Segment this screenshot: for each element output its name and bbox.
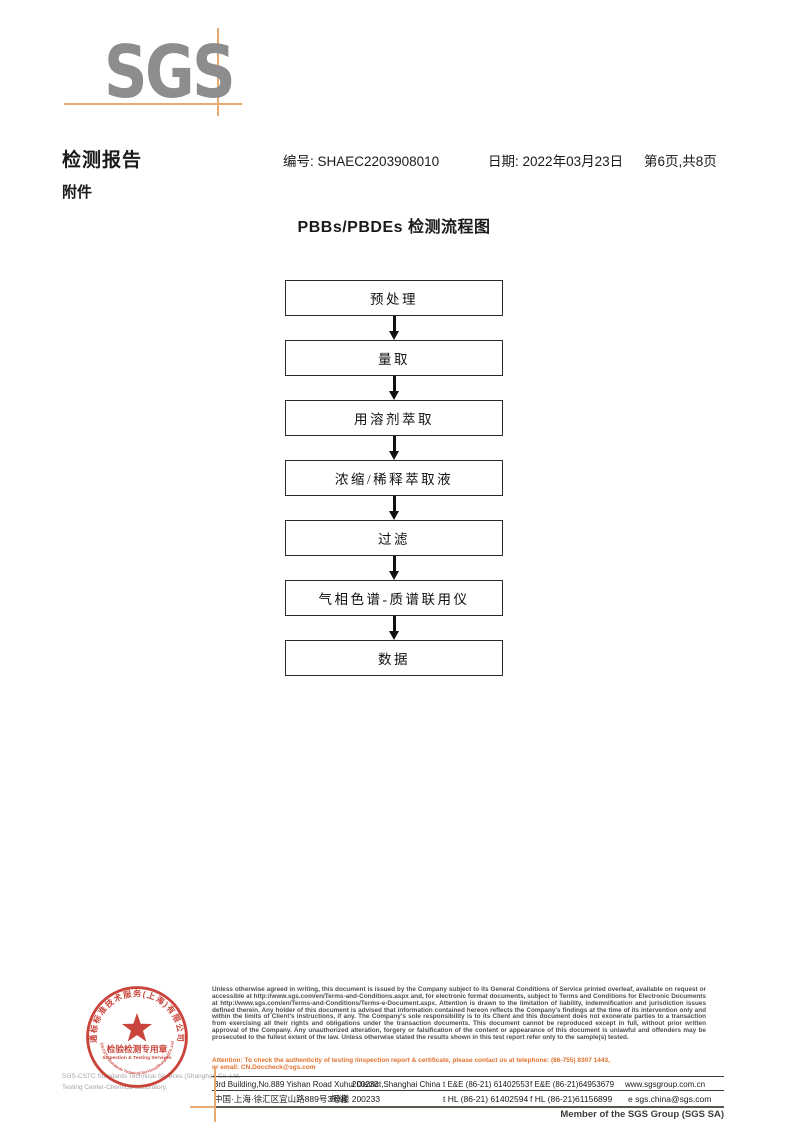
footer-crosshair-horizontal bbox=[190, 1106, 215, 1108]
report-date: 日期: 2022年03月23日 bbox=[488, 150, 623, 170]
website: www.sgsgroup.com.cn bbox=[625, 1080, 706, 1089]
postcode-cn: 邮编: 200233 bbox=[330, 1094, 381, 1104]
report-date-label: 日期: bbox=[488, 154, 519, 169]
logo-horizontal-line bbox=[64, 103, 242, 105]
flowchart-title: PBBs/PBDEs 检测流程图 bbox=[297, 219, 491, 236]
flowchart-step-concentrate-dilute: 浓缩/稀释萃取液 bbox=[285, 460, 503, 496]
page-indicator: 第6页,共8页 bbox=[644, 154, 717, 169]
report-number-value: SHAEC2203908010 bbox=[317, 154, 440, 169]
flowchart-step-measure: 量取 bbox=[285, 340, 503, 376]
flow-arrow-icon bbox=[285, 316, 503, 340]
stamp-seal-text-en: Inspection & Testing Services bbox=[102, 1055, 171, 1061]
flowchart-step-pretreatment: 预处理 bbox=[285, 280, 503, 316]
sgs-logo: SGS bbox=[104, 30, 236, 114]
footer-crosshair-vertical bbox=[214, 1066, 216, 1122]
attention-line2: or email: CN.Doccheck@sgs.com bbox=[212, 1064, 316, 1071]
inspection-seal-stamp: 通标标准技术服务(上海)有限公司 SGS-CSTC Standards Tech… bbox=[84, 984, 188, 1088]
flow-arrow-icon bbox=[285, 496, 503, 520]
flowchart-step-solvent-extraction: 用溶剂萃取 bbox=[285, 400, 503, 436]
star-icon bbox=[121, 1013, 153, 1042]
flowchart-step-data: 数据 bbox=[285, 640, 503, 676]
fax-ee: f E&E (86-21)64953679 bbox=[530, 1080, 615, 1089]
address-en: 3rd Building,No.889 Yishan Road Xuhui Di… bbox=[214, 1080, 441, 1089]
stamp-seal-text-cn: 检验检测专用章 bbox=[107, 1043, 168, 1054]
email: e sgs.china@sgs.com bbox=[628, 1094, 712, 1104]
address-row-cn: 中国·上海·徐汇区宜山路889号3号楼 邮编: 200233 t HL (86-… bbox=[212, 1092, 724, 1107]
report-title: 检测报告 bbox=[62, 150, 143, 171]
flowchart: 预处理 量取 用溶剂萃取 浓缩/稀释萃取液 过滤 气相色谱-质谱联用仪 数据 bbox=[285, 280, 503, 677]
address-row-en: 3rd Building,No.889 Yishan Road Xuhui Di… bbox=[212, 1076, 724, 1091]
flow-arrow-icon bbox=[285, 616, 503, 640]
report-number-label: 编号: bbox=[283, 154, 314, 169]
fax-hl: f HL (86-21)61156899 bbox=[530, 1094, 613, 1104]
lab-company-name: SGS-CSTC Standards Technical Services (S… bbox=[62, 1071, 282, 1093]
attention-notice: Attention: To check the authenticity of … bbox=[212, 1057, 712, 1071]
attachment-label: 附件 bbox=[62, 184, 93, 201]
phone-hl: t HL (86-21) 61402594 bbox=[443, 1094, 529, 1104]
flowchart-step-gcms: 气相色谱-质谱联用仪 bbox=[285, 580, 503, 616]
sgs-group-member-text: Member of the SGS Group (SGS SA) bbox=[560, 1109, 724, 1120]
logo-vertical-line bbox=[217, 28, 219, 116]
legal-disclaimer: Unless otherwise agreed in writing, this… bbox=[212, 986, 706, 1041]
report-number: 编号: SHAEC2203908010 bbox=[283, 150, 439, 170]
flow-arrow-icon bbox=[285, 436, 503, 460]
flowchart-step-filter: 过滤 bbox=[285, 520, 503, 556]
address-cn: 中国·上海·徐汇区宜山路889号3号楼 bbox=[214, 1094, 350, 1104]
flow-arrow-icon bbox=[285, 376, 503, 400]
report-date-value: 2022年03月23日 bbox=[522, 154, 624, 169]
postcode-en: 200233 bbox=[352, 1080, 379, 1089]
attention-line1: Attention: To check the authenticity of … bbox=[212, 1057, 610, 1064]
flow-arrow-icon bbox=[285, 556, 503, 580]
stamp-ring bbox=[86, 986, 188, 1088]
footer-bottom-rule bbox=[212, 1106, 724, 1108]
lab-company-line2: Testing Center-Chemical Laboratory. bbox=[62, 1084, 168, 1091]
phone-ee: t E&E (86-21) 61402553 bbox=[443, 1080, 530, 1089]
lab-company-line1: SGS-CSTC Standards Technical Services (S… bbox=[62, 1073, 241, 1080]
